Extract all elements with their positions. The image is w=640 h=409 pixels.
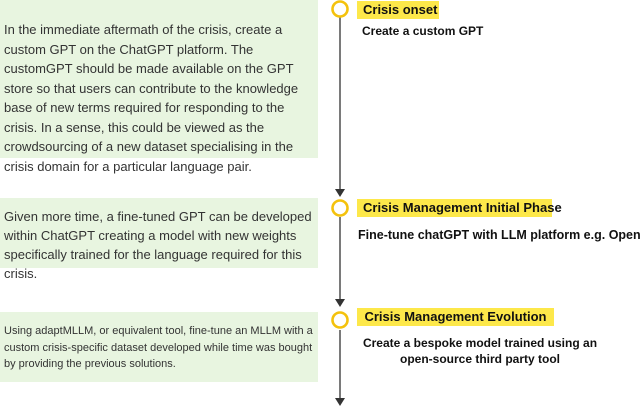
stage-2-description: Given more time, a fine-tuned GPT can be… (4, 209, 312, 281)
timeline-arrow-2-icon (335, 299, 345, 307)
timeline-arrow-1-icon (335, 189, 345, 197)
stage-3-marker-icon (331, 311, 349, 329)
stage-2-badge: Crisis Management Initial Phase (357, 199, 562, 217)
timeline-arrow-3-icon (335, 398, 345, 406)
stage-1-description-panel: In the immediate aftermath of the crisis… (0, 0, 318, 174)
stage-3-badge: Crisis Management Evolution (357, 308, 554, 326)
stage-1-description: In the immediate aftermath of the crisis… (4, 22, 299, 174)
stage-3-action: Create a bespoke model trained using an … (362, 336, 598, 366)
stage-2-action: Fine-tune chatGPT with LLM platform e.g.… (358, 228, 640, 242)
stage-3-description: Using adaptMLLM, or equivalent tool, fin… (4, 325, 313, 370)
stage-1-marker-icon (331, 0, 349, 18)
stage-2-marker-icon (331, 199, 349, 217)
stage-2-description-panel: Given more time, a fine-tuned GPT can be… (0, 198, 318, 281)
stage-1-badge: Crisis onset (357, 1, 439, 19)
stage-3-description-panel: Using adaptMLLM, or equivalent tool, fin… (0, 312, 318, 382)
stage-1-action: Create a custom GPT (362, 24, 484, 38)
